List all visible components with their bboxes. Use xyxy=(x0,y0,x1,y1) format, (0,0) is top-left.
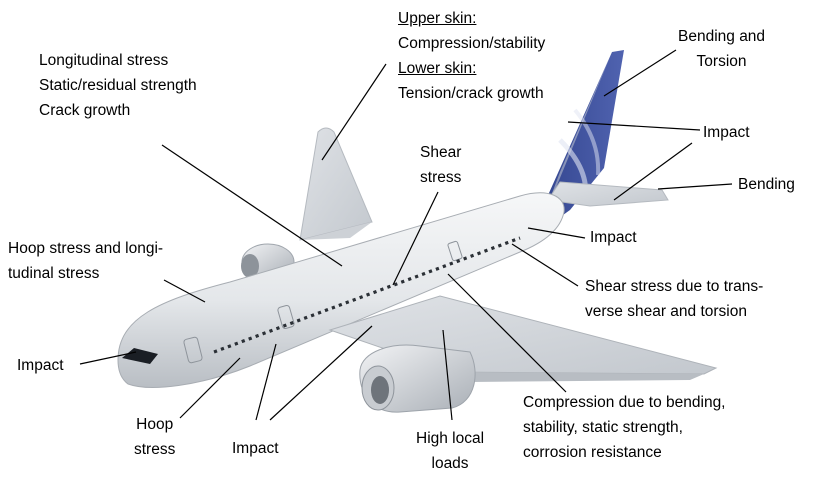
horizontal-stabilizer xyxy=(548,182,668,206)
label-hoop-longitudinal: Hoop stress and longi- tudinal stress xyxy=(8,236,163,286)
label-impact-rear: Impact xyxy=(590,225,637,250)
label-impact-tail: Impact xyxy=(703,120,750,145)
label-shear-stress: Shear stress xyxy=(420,140,461,190)
upper-skin-title: Upper skin: xyxy=(398,6,545,31)
label-longitudinal-stress: Longitudinal stress Static/residual stre… xyxy=(39,48,197,123)
lower-skin-title: Lower skin: xyxy=(398,56,545,81)
label-impact-belly: Impact xyxy=(232,436,279,461)
lower-skin-text: Tension/crack growth xyxy=(398,81,545,106)
label-impact-nose: Impact xyxy=(17,353,64,378)
label-bending-stabilizer: Bending xyxy=(738,172,795,197)
label-shear-transverse: Shear stress due to trans- verse shear a… xyxy=(585,274,763,324)
label-bending-torsion: Bending and Torsion xyxy=(678,24,765,74)
upper-skin-text: Compression/stability xyxy=(398,31,545,56)
label-hoop-stress: Hoop stress xyxy=(134,412,175,462)
label-skin: Upper skin: Compression/stability Lower … xyxy=(398,6,545,106)
label-high-local-loads: High local loads xyxy=(416,426,484,476)
label-compression: Compression due to bending, stability, s… xyxy=(523,390,726,465)
left-wing xyxy=(300,128,372,240)
